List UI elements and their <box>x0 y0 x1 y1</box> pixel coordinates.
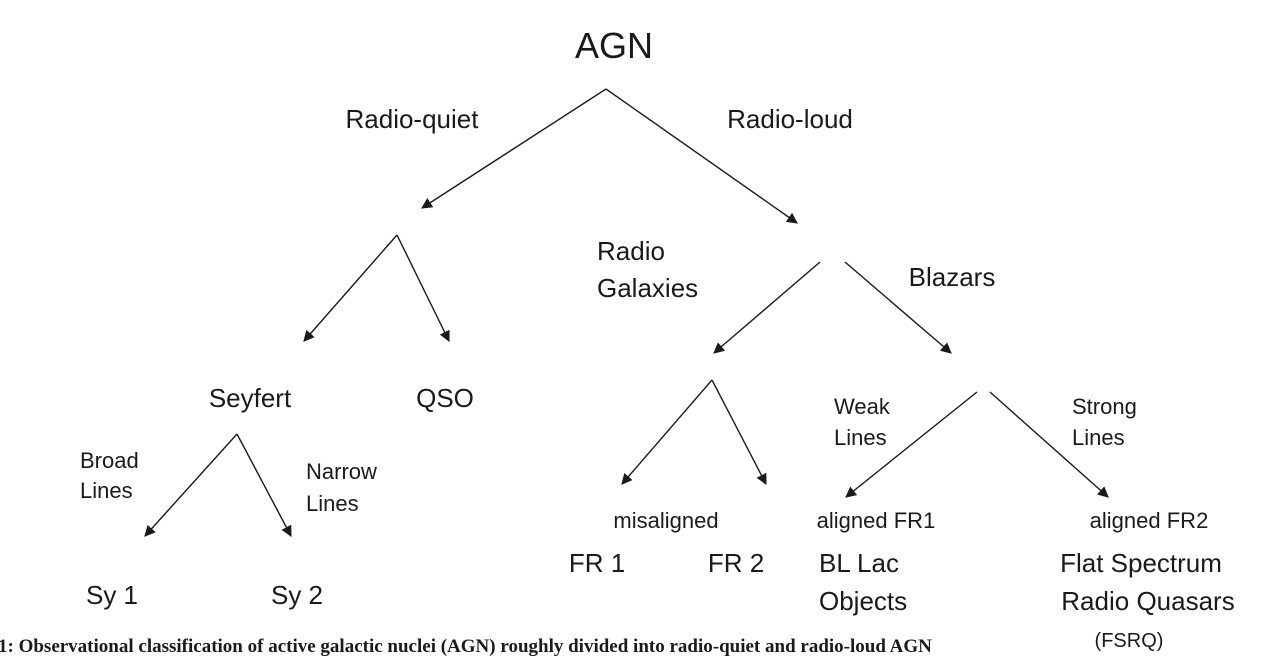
figure-caption: 1: Observational classification of activ… <box>0 636 932 656</box>
label-misaligned: misaligned <box>613 508 718 533</box>
label-narrow-lines-line2: Lines <box>306 491 359 516</box>
node-bl-lac-line2: Objects <box>819 586 907 616</box>
edge-radio-loud-radio-galaxies <box>713 261 821 354</box>
edge-radio-loud-blazars <box>844 261 952 354</box>
edge-seyfert-sy1 <box>144 433 238 537</box>
node-sy2: Sy 2 <box>271 580 323 610</box>
edge-radio-quiet-qso <box>396 234 450 342</box>
edges <box>144 88 1109 537</box>
label-radio-loud: Radio-loud <box>727 104 853 134</box>
node-fr2: FR 2 <box>708 548 764 578</box>
edge-radio-quiet-seyfert <box>303 234 398 342</box>
node-fsrq-line1: Flat Spectrum <box>1060 548 1222 578</box>
label-strong-lines-line2: Lines <box>1072 425 1125 450</box>
node-radio-galaxies-line1: Radio <box>597 236 665 266</box>
label-broad-lines-line1: Broad <box>80 448 139 473</box>
edge-agn-radio-quiet <box>421 88 607 209</box>
node-qso: QSO <box>416 383 474 413</box>
node-fsrq-abbrev: (FSRQ) <box>1095 630 1164 652</box>
label-aligned-fr1: aligned FR1 <box>817 508 936 533</box>
node-seyfert: Seyfert <box>209 383 292 413</box>
label-narrow-lines-line1: Narrow <box>306 459 377 484</box>
edge-seyfert-sy2 <box>236 433 292 537</box>
node-sy1: Sy 1 <box>86 580 138 610</box>
label-weak-lines-line2: Lines <box>834 425 887 450</box>
label-aligned-fr2: aligned FR2 <box>1090 508 1209 533</box>
labels: AGN Radio-quiet Radio-loud Radio Galaxie… <box>0 25 1235 656</box>
node-blazars: Blazars <box>909 262 996 292</box>
node-fr1: FR 1 <box>569 548 625 578</box>
node-fsrq-line2: Radio Quasars <box>1061 586 1234 616</box>
edge-blazars-fsrq <box>989 391 1109 498</box>
node-bl-lac-line1: BL Lac <box>819 548 899 578</box>
label-radio-quiet: Radio-quiet <box>346 104 480 134</box>
node-agn: AGN <box>575 25 653 66</box>
edge-radio-galaxies-fr2 <box>711 379 767 485</box>
label-strong-lines-line1: Strong <box>1072 394 1137 419</box>
edge-agn-radio-loud <box>605 88 798 224</box>
label-broad-lines-line2: Lines <box>80 478 133 503</box>
node-radio-galaxies-line2: Galaxies <box>597 273 698 303</box>
edge-radio-galaxies-fr1 <box>621 379 713 485</box>
edge-blazars-bl-lac <box>845 391 978 498</box>
label-weak-lines-line1: Weak <box>834 394 891 419</box>
